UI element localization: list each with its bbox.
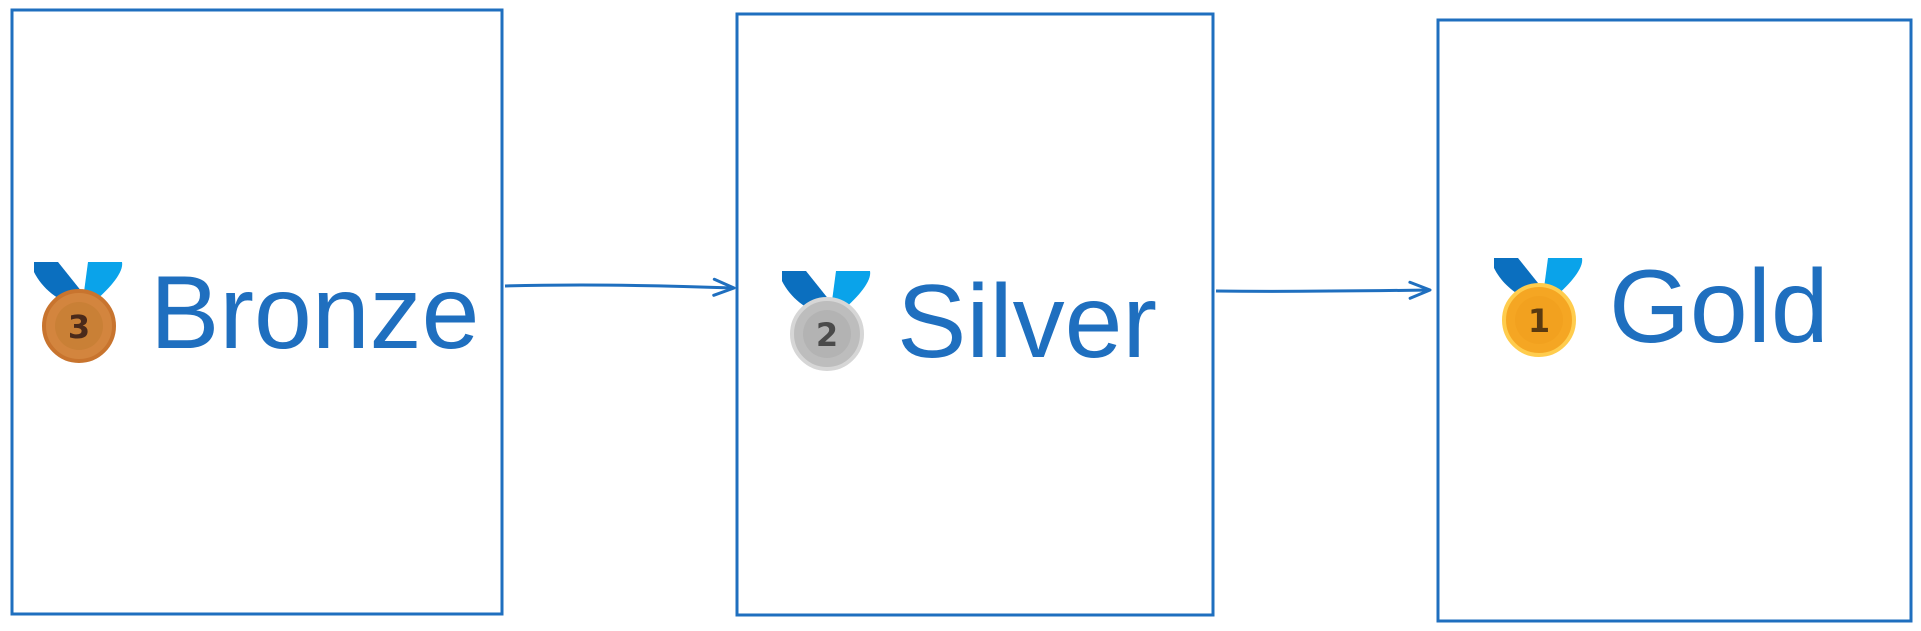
gold-medal-icon: 1: [1494, 258, 1583, 357]
tier-box-gold: [1436, 18, 1913, 623]
tier-label-gold: Gold: [1609, 249, 1829, 365]
tier-box-bronze: [10, 8, 504, 616]
tier-box-silver: [735, 12, 1215, 617]
bronze-medal-icon: 3: [34, 262, 123, 363]
silver-medal-icon: 2: [782, 271, 871, 371]
silver-medal-number: 2: [816, 316, 838, 354]
tier-label-bronze: Bronze: [150, 255, 480, 371]
gold-medal-number: 1: [1528, 302, 1550, 340]
tier-label-silver: Silver: [897, 264, 1157, 380]
arrow-bronze-to-silver: [504, 277, 736, 297]
bronze-medal-number: 3: [68, 308, 90, 346]
arrow-silver-to-gold: [1215, 280, 1432, 300]
